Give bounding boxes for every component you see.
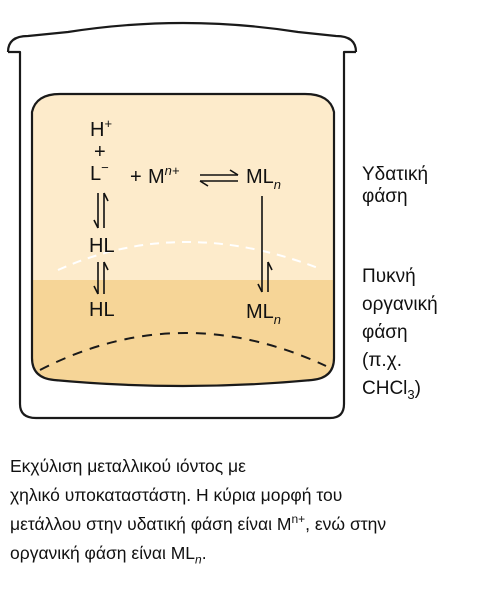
ligand-protonation-arrow xyxy=(93,192,109,229)
ligand-label: L− xyxy=(90,160,109,185)
organic-phase-label-line4: (π.χ. xyxy=(362,350,402,371)
caption-line-4: οργανική φάση είναι MLn. xyxy=(10,543,207,567)
organic-phase-label-line1: Πυκνή xyxy=(362,266,416,287)
extraction-diagram: H+ + L− + Mn+ MLn HL HL MLn Υδατική φάση… xyxy=(6,21,438,420)
plus-metal-sign: + xyxy=(130,166,142,188)
aqueous-phase xyxy=(32,94,334,280)
complex-organic-label: MLn xyxy=(246,301,281,327)
complex-aqueous-label: MLn xyxy=(246,166,281,192)
equilibrium-arrow xyxy=(199,169,239,187)
hl-aqueous-label: HL xyxy=(89,235,115,257)
caption-line-1: Εκχύλιση μεταλλικού ιόντος με xyxy=(10,456,246,476)
complex-partition-arrow xyxy=(257,196,273,293)
organic-phase-label-line3: φάση xyxy=(362,322,408,343)
organic-dashed-boundary xyxy=(39,332,327,371)
organic-phase-label-line5: CHCl3) xyxy=(362,378,421,402)
hl-partition-arrow xyxy=(93,261,109,295)
beaker-outline xyxy=(6,21,358,420)
aqueous-phase-label-line1: Υδατική xyxy=(362,164,428,185)
hl-organic-label: HL xyxy=(89,299,115,321)
metal-ion-label: Mn+ xyxy=(148,163,180,188)
h-plus-label: H+ xyxy=(90,116,112,141)
caption-line-3: μετάλλου στην υδατική φάση είναι Mn+, εν… xyxy=(10,512,387,534)
organic-phase-label-line2: οργανική xyxy=(362,294,438,315)
figure-caption: Εκχύλιση μεταλλικού ιόντος με χηλικό υπο… xyxy=(10,452,480,568)
caption-line-2: χηλικό υποκαταστάστη. Η κύρια μορφή του xyxy=(10,485,343,505)
plus-sign: + xyxy=(94,141,106,163)
aqueous-phase-label-line2: φάση xyxy=(362,186,408,207)
aqueous-dashed-boundary xyxy=(57,241,319,271)
